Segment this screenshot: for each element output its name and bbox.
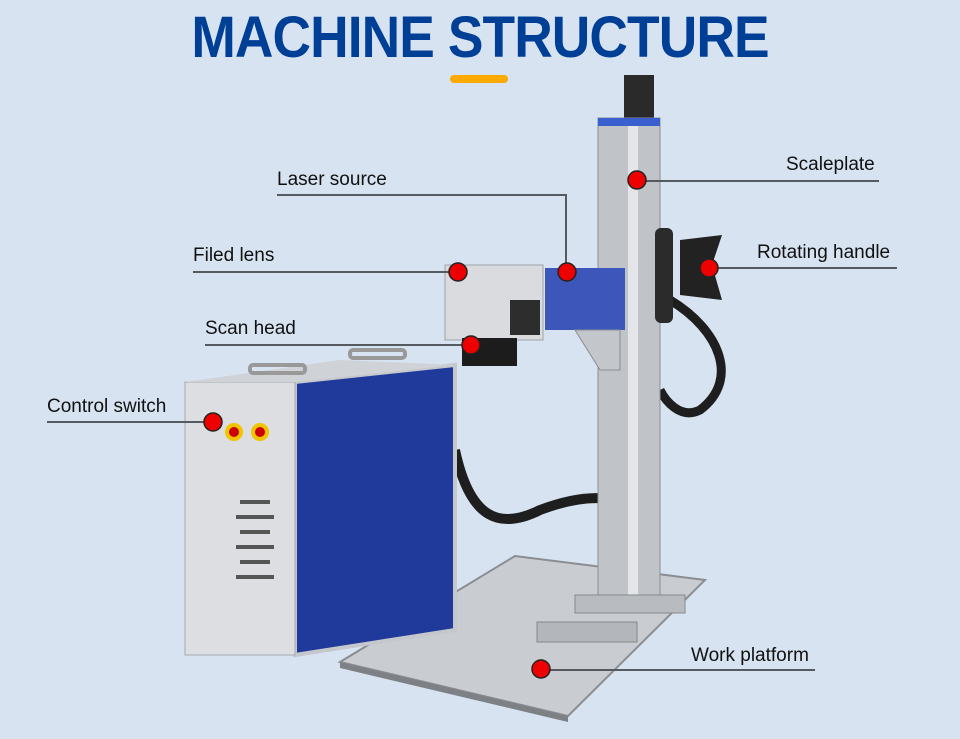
- work-platform-edge: [340, 662, 568, 722]
- title-underline: [450, 75, 508, 83]
- handle-mount: [655, 228, 673, 323]
- label-laser-source: Laser source: [277, 169, 387, 190]
- marker-scaleplate: [627, 170, 647, 190]
- label-rotating-handle: Rotating handle: [757, 242, 891, 263]
- cabinet-top: [185, 360, 455, 382]
- column-base: [574, 594, 686, 614]
- cabinet-side: [293, 362, 457, 658]
- label-filed-lens: Filed lens: [193, 245, 275, 266]
- label-scan-head: Scan head: [205, 318, 296, 339]
- laser-arm: [545, 268, 625, 330]
- leader-laser-source: [277, 194, 567, 270]
- marker-laser-source: [557, 262, 577, 282]
- cabinet-handle: [348, 348, 407, 360]
- label-control-switch: Control switch: [47, 396, 167, 417]
- marker-control-switch: [203, 412, 223, 432]
- scale-strip: [628, 126, 638, 611]
- label-work-platform: Work platform: [691, 645, 809, 666]
- arm-bracket: [574, 329, 621, 371]
- page-title: MACHINE STRUCTURE: [191, 5, 769, 70]
- column-cap: [598, 118, 660, 126]
- markers: [203, 170, 719, 679]
- cabinet-handle: [248, 363, 307, 375]
- marker-scan-head: [461, 335, 481, 355]
- handle-cable: [655, 296, 726, 417]
- scan-head-vent: [510, 300, 540, 335]
- switch-button: [255, 427, 265, 437]
- marker-rotating-handle: [699, 258, 719, 278]
- marker-filed-lens: [448, 262, 468, 282]
- platform-fixture: [536, 621, 638, 643]
- motor: [624, 75, 654, 120]
- cabinet-vents: [236, 500, 274, 579]
- label-scaleplate: Scaleplate: [786, 154, 875, 175]
- marker-work-platform: [531, 659, 551, 679]
- leader-lines: [47, 180, 897, 671]
- switch-button: [229, 427, 239, 437]
